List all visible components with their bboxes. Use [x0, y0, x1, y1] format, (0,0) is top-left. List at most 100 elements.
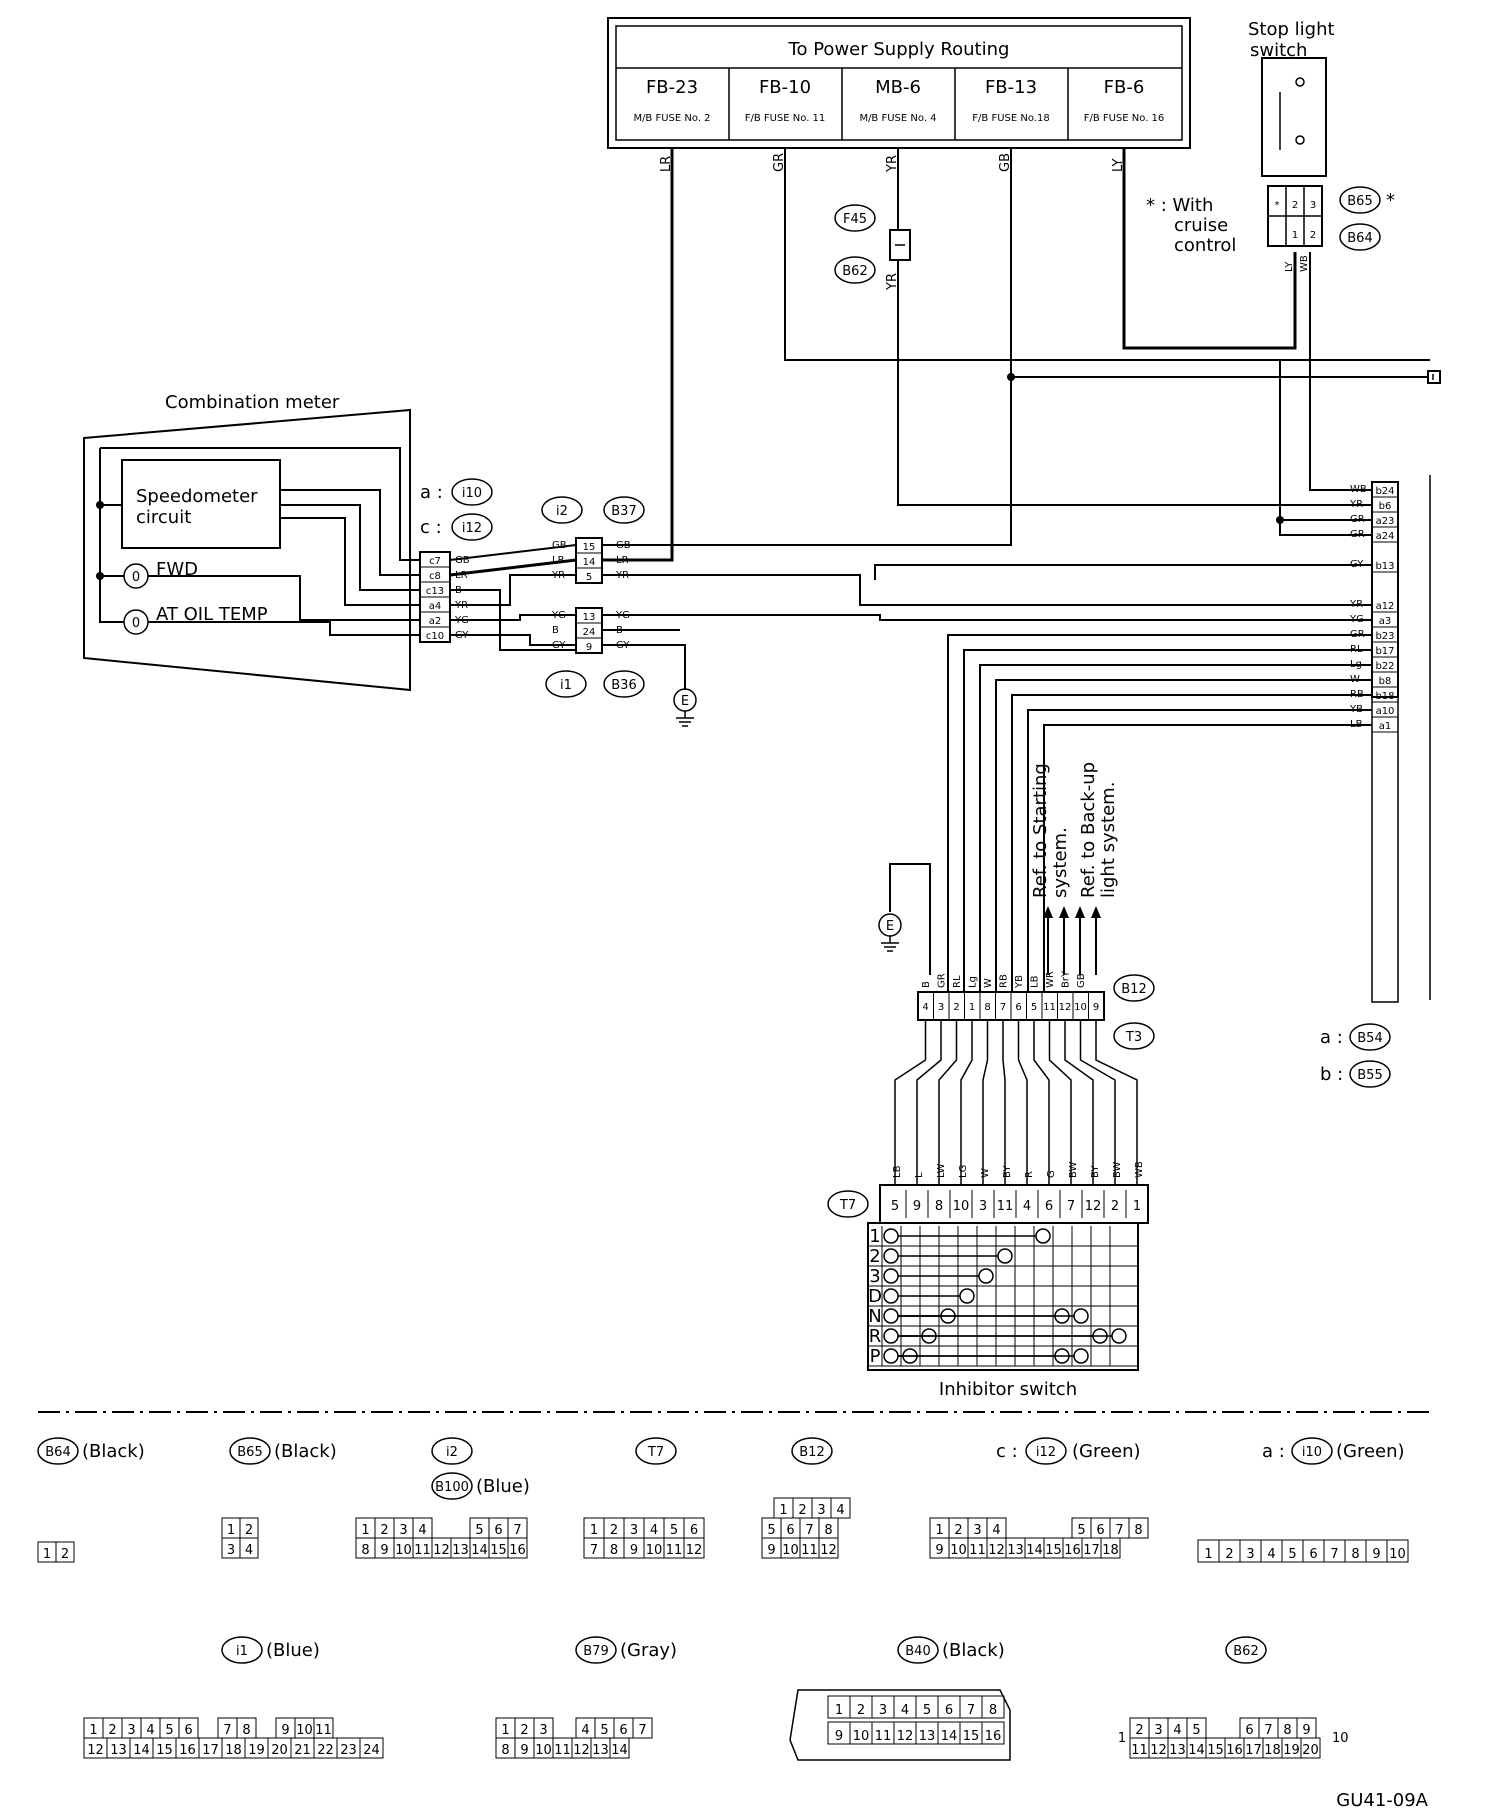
legend-pin: 10 [782, 1543, 799, 1558]
tcm-wire: GR [1350, 514, 1365, 525]
b12-wire: GR [937, 973, 948, 988]
b12-wire: B [921, 981, 932, 988]
legend-pin: 9 [1372, 1547, 1380, 1562]
tcm-connector: b24WBb6YRa23GRa24GRb13GYa12YRa3YGb23GRb1… [947, 475, 1431, 1088]
legend-pin: 13 [110, 1743, 127, 1758]
legend-conn: B40 [905, 1644, 930, 1659]
cruise-note: cruise [1174, 215, 1228, 236]
legend-pin: 6 [494, 1523, 502, 1538]
wire-label: LR [616, 555, 629, 566]
legend-pin: 16 [1226, 1743, 1243, 1758]
legend-pin: 4 [146, 1723, 154, 1738]
t7-pin: 10 [953, 1199, 970, 1214]
b12-pin: 5 [1031, 1002, 1037, 1013]
legend-pin: 2 [520, 1723, 528, 1738]
wire-label: YR [885, 155, 900, 173]
t7-wire: LG [958, 1165, 969, 1178]
t7-pin: 1 [1133, 1199, 1141, 1214]
legend-pin: 5 [1288, 1547, 1296, 1562]
wire-label: LY [1111, 158, 1126, 172]
legend-pin: 8 [242, 1723, 250, 1738]
legend-pin: 14 [133, 1743, 150, 1758]
t7-wire: LB [892, 1165, 903, 1178]
b12-wire: BrY [1061, 970, 1072, 988]
t7-wire: R [1024, 1171, 1035, 1178]
legend-pin: 1 [89, 1723, 97, 1738]
legend-pin: 5 [923, 1703, 931, 1718]
power-supply-title: To Power Supply Routing [788, 39, 1010, 60]
legend-pin: 3 [630, 1523, 638, 1538]
cruise-note: control [1174, 235, 1236, 256]
legend-pin: 9 [935, 1543, 943, 1558]
fuse-desc: M/B FUSE No. 4 [859, 113, 936, 124]
f45-b62-connector: F45 B62 YR [834, 204, 911, 291]
legend-pin: 13 [1169, 1743, 1186, 1758]
legend-pin: 11 [554, 1743, 571, 1758]
legend-pin: 8 [989, 1703, 997, 1718]
b12-wire: LB [1030, 975, 1041, 988]
b64-label: B64 [1347, 231, 1372, 246]
fwd-label: FWD [156, 559, 198, 580]
legend-pin: 13 [1007, 1543, 1024, 1558]
reference-arrows: Ref. to Starting system. Ref. to Back-up… [1030, 762, 1119, 975]
at-oil-temp-lamp-icon: 0 [132, 616, 140, 631]
meter-pin: a4 [429, 601, 442, 612]
legend-pin: 3 [973, 1523, 981, 1538]
legend-color: (Gray) [620, 1640, 677, 1661]
b12-label: B12 [1121, 982, 1146, 997]
legend-pin: 9 [520, 1743, 528, 1758]
legend-pin: 4 [1267, 1547, 1275, 1562]
legend-pin: 2 [380, 1523, 388, 1538]
tcm-wire: YG [1349, 614, 1364, 625]
legend-pin: 15 [1207, 1743, 1224, 1758]
conn-a-label: i10 [462, 486, 482, 501]
t7-pin: 7 [1067, 1199, 1075, 1214]
meter-pin: c7 [429, 556, 441, 567]
legend-pin: 2 [1225, 1547, 1233, 1562]
legend-color: (Black) [82, 1441, 145, 1462]
legend-pin: 10 [1389, 1547, 1406, 1562]
b12-wire: W [983, 978, 994, 988]
t7-wire: G [1046, 1170, 1057, 1178]
legend-pin: 11 [875, 1729, 892, 1744]
wire-label: YR [885, 273, 900, 291]
legend-pin: 10 [646, 1543, 663, 1558]
fuse-id: FB-13 [985, 77, 1037, 98]
tcm-pin: b13 [1375, 561, 1394, 572]
legend-pin: 8 [1134, 1523, 1142, 1538]
legend-pin: 10 [950, 1543, 967, 1558]
legend-pin: 12 [1150, 1743, 1167, 1758]
t7-wire: LW [936, 1163, 947, 1178]
t7-pin: 8 [935, 1199, 943, 1214]
ground-label: E [886, 919, 894, 934]
tcm-pin: a12 [1376, 601, 1395, 612]
legend-pin: 10 [853, 1729, 870, 1744]
fuse-id: FB-10 [759, 77, 811, 98]
legend-conn: i2 [446, 1445, 458, 1460]
legend-pin: 2 [857, 1703, 865, 1718]
joint-label: B36 [611, 678, 636, 693]
legend-pin: 6 [619, 1723, 627, 1738]
b12-pin: 10 [1074, 1002, 1087, 1013]
legend-pin: 2 [108, 1723, 116, 1738]
legend-pin: 15 [156, 1743, 173, 1758]
legend-pin: 5 [165, 1723, 173, 1738]
meter-wire: GB [455, 555, 470, 566]
legend-pin: 6 [1096, 1523, 1104, 1538]
shift-position: D [868, 1286, 882, 1307]
b12-wire: WR [1045, 971, 1056, 988]
fuse-id: MB-6 [875, 77, 921, 98]
legend-pin: 11 [1131, 1743, 1148, 1758]
legend-pin: 10 [395, 1543, 412, 1558]
legend-pin: 15 [963, 1729, 980, 1744]
fuse-desc: F/B FUSE No. 16 [1084, 113, 1165, 124]
shift-position: 3 [869, 1266, 880, 1287]
legend-pin: 4 [418, 1523, 426, 1538]
legend-pin: 5 [1192, 1723, 1200, 1738]
legend-pin: 14 [1026, 1543, 1043, 1558]
legend-pin: 5 [600, 1723, 608, 1738]
b65-label: B65 [1347, 194, 1372, 209]
legend-pin: 3 [817, 1503, 825, 1518]
legend-pin: 7 [1330, 1547, 1338, 1562]
